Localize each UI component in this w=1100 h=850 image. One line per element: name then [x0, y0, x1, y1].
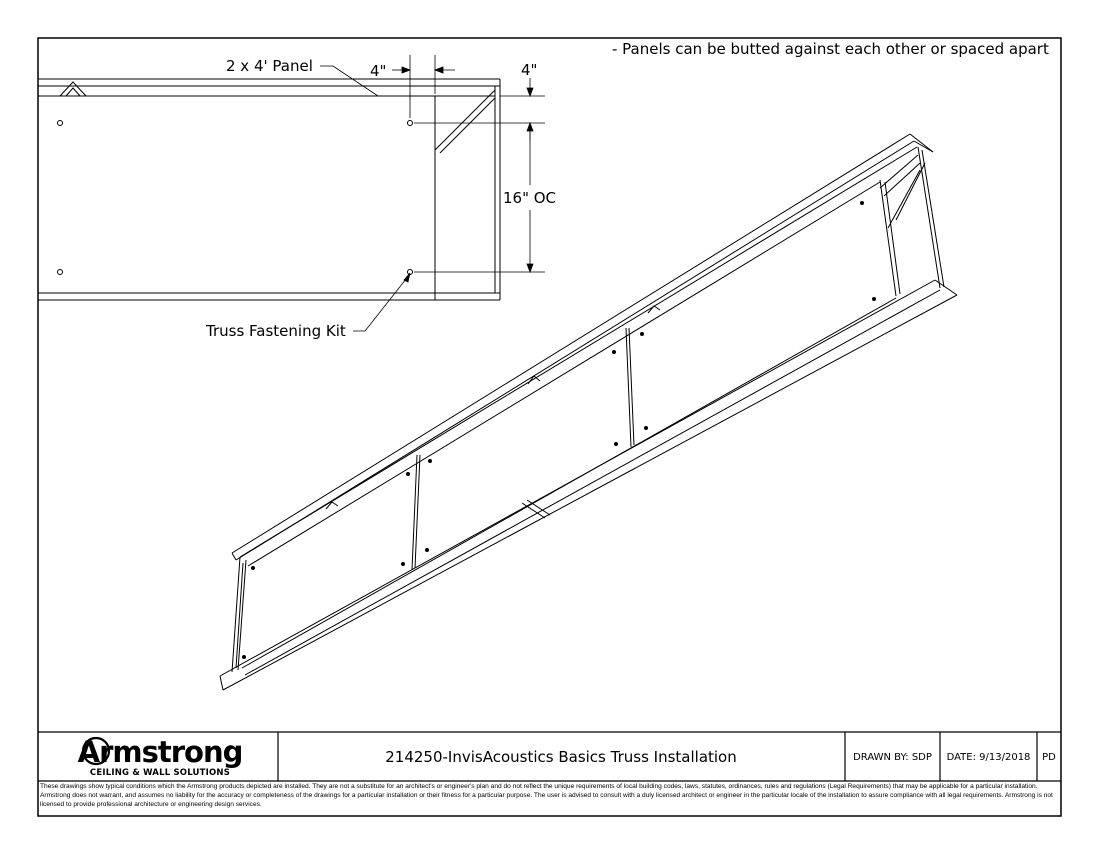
- panel-spacing-note: - Panels can be butted against each othe…: [612, 40, 1049, 58]
- sheet-code: PD: [1042, 751, 1056, 763]
- detail-dimensions: [320, 55, 545, 332]
- logo-wordmark: Armstrong: [77, 735, 244, 769]
- dim-on-center: 16" OC: [503, 189, 557, 207]
- legal-disclaimer: These drawings show typical conditions w…: [40, 783, 1053, 808]
- drawn-by: DRAWN BY: SDP: [853, 751, 932, 763]
- drawing-title: 214250-InvisAcoustics Basics Truss Insta…: [385, 748, 737, 766]
- dim-edge-horizontal: 4": [370, 62, 387, 80]
- title-block-grid: [38, 731, 1061, 782]
- isometric-truss: [219, 133, 958, 691]
- armstrong-logo-mark: [81, 736, 111, 766]
- dim-edge-vertical: 4": [521, 61, 538, 79]
- fastening-kit-label: Truss Fastening Kit: [206, 322, 346, 340]
- armstrong-logo: Armstrong CEILING & WALL SOLUTIONS: [70, 737, 250, 778]
- detail-view: [38, 78, 501, 301]
- logo-subtitle: CEILING & WALL SOLUTIONS: [89, 768, 231, 778]
- drawing-date: DATE: 9/13/2018: [946, 751, 1031, 763]
- panel-label: 2 x 4' Panel: [226, 57, 313, 75]
- sheet-border: [37, 37, 1062, 817]
